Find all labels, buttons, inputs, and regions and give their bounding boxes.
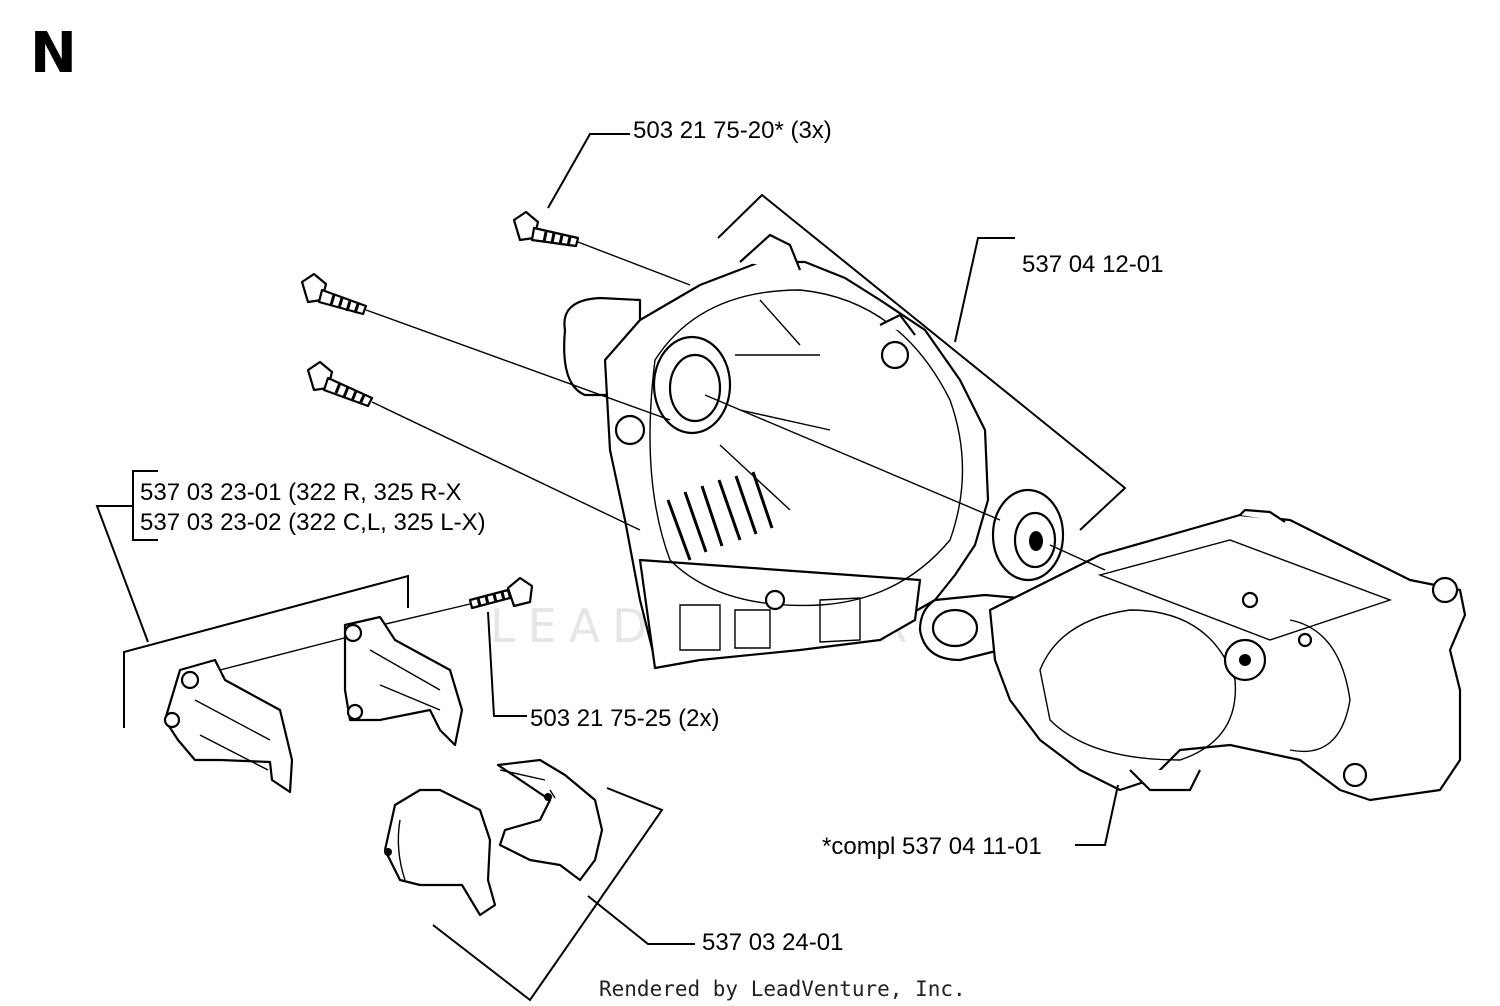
screw-middle	[300, 272, 368, 316]
leader-screw-3x	[547, 133, 630, 209]
section-letter: N	[30, 21, 77, 86]
crankcase-half-part	[563, 233, 990, 670]
clamp-housing-left	[163, 658, 294, 794]
label-screw-3x: 503 21 75-20* (3x)	[633, 117, 832, 144]
clamp-insert-right	[496, 758, 604, 882]
footer-credit: Rendered by LeadVenture, Inc.	[599, 977, 966, 1001]
crankcase-complete-part	[918, 508, 1467, 802]
screw-top	[512, 210, 580, 248]
clamp-insert-left	[383, 788, 497, 917]
bracket-crankcase-half	[717, 193, 1127, 531]
label-clamp-r: 537 03 23-01 (322 R, 325 R-X	[140, 479, 462, 506]
bracket-clamp-parts	[123, 574, 409, 728]
bearing-part	[991, 488, 1065, 582]
leader-complete	[1075, 784, 1119, 846]
label-complete: *compl 537 04 11-01	[822, 833, 1042, 860]
label-insert: 537 03 24-01	[702, 929, 843, 956]
label-crankcase-half: 537 04 12-01	[1022, 251, 1163, 278]
bracket-insert	[432, 787, 664, 1002]
screw-small	[468, 576, 534, 610]
clamp-housing-right	[343, 615, 464, 747]
label-clamp-c: 537 03 23-02 (322 C,L, 325 L-X)	[140, 509, 486, 536]
leader-screw-2x	[487, 611, 527, 717]
leader-insert	[587, 895, 695, 945]
leader-crankcase-half	[954, 237, 1015, 343]
leader-clamp	[95, 505, 149, 643]
guide-line	[219, 241, 1106, 671]
screw-lower	[306, 360, 374, 408]
label-screw-2x: 503 21 75-25 (2x)	[530, 705, 719, 732]
